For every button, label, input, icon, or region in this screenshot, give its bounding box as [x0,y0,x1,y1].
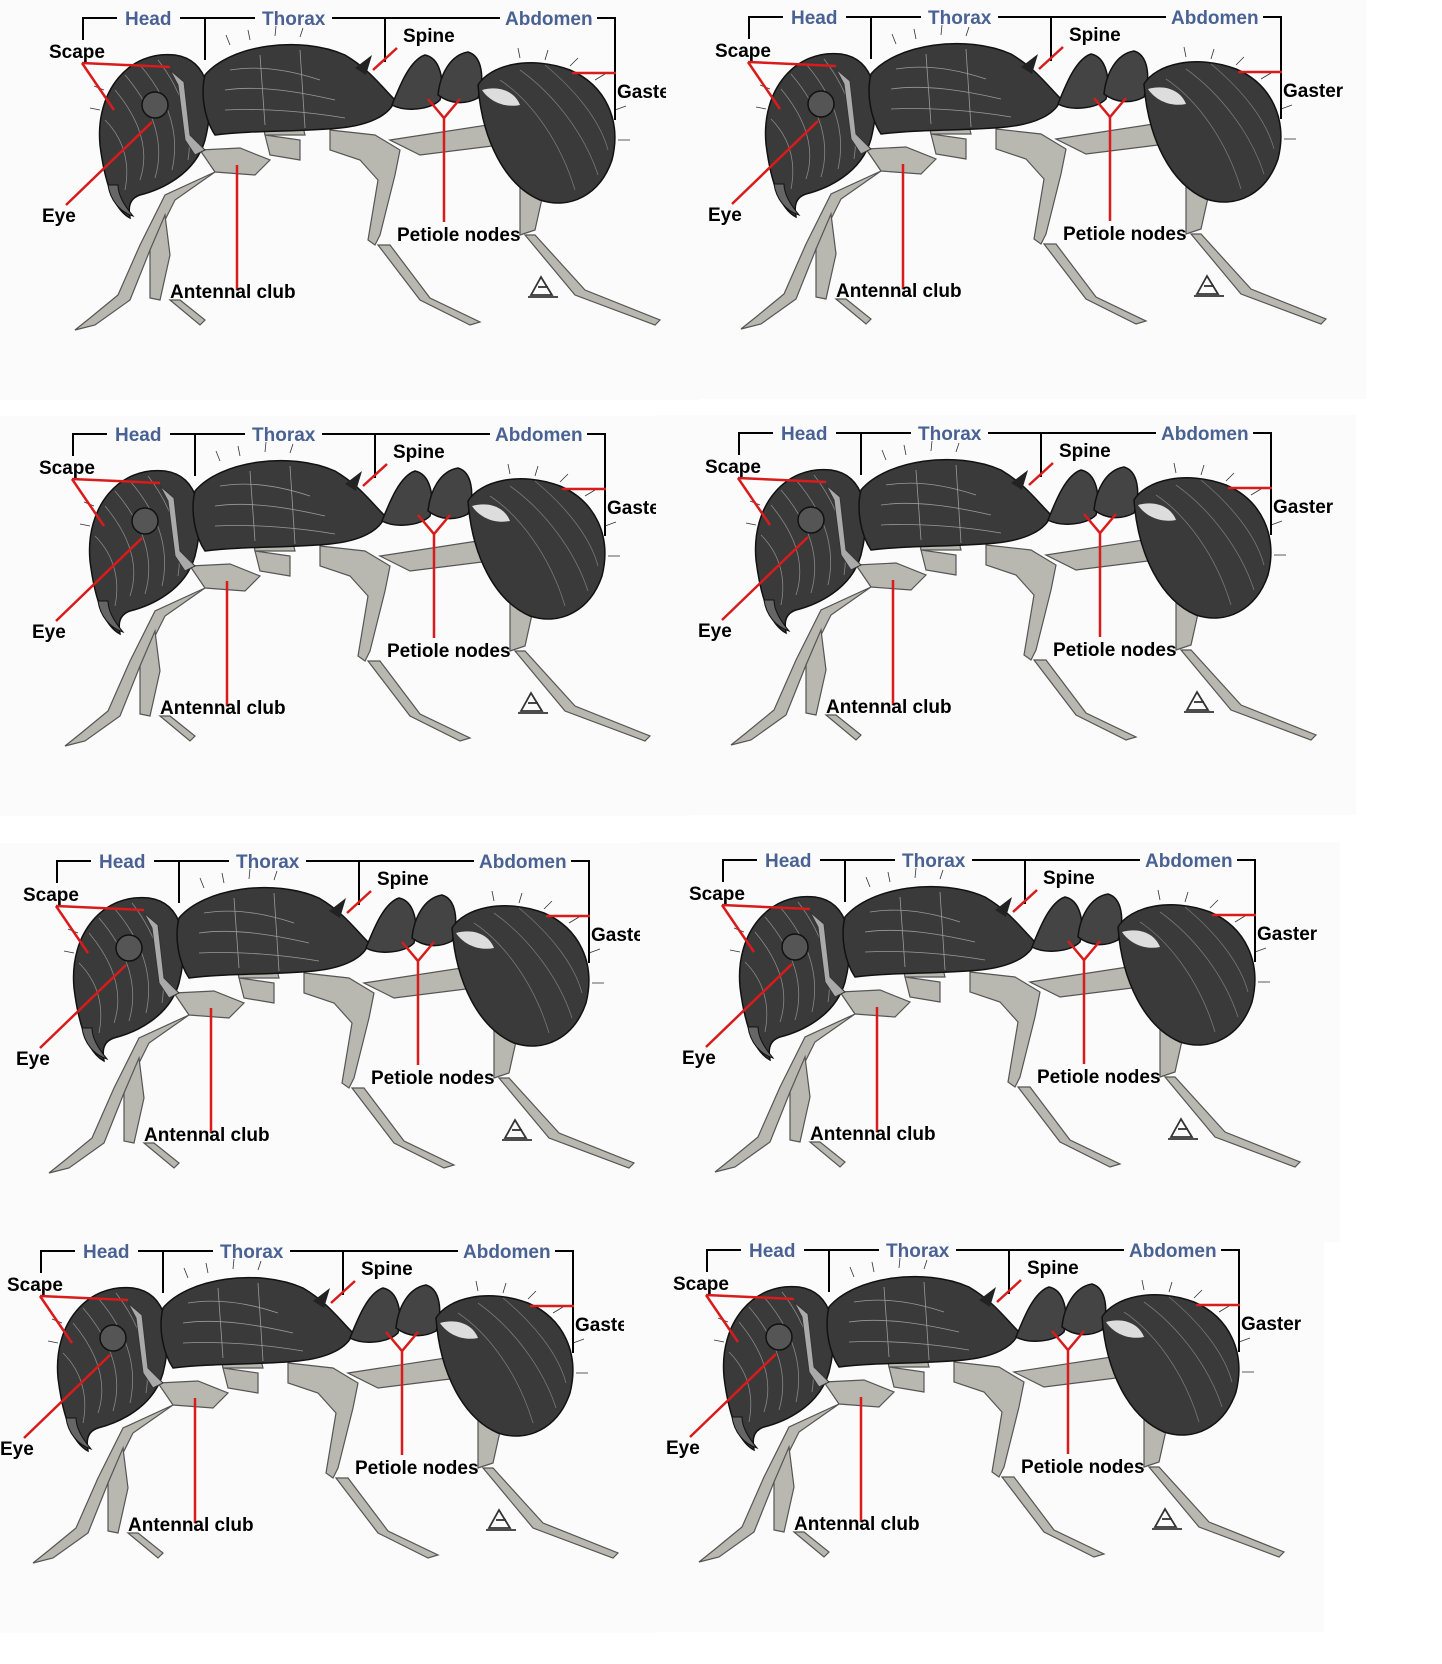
triangle-signature-icon [1168,1119,1198,1139]
triangle-signature-icon [502,1120,532,1140]
petiole-nodes-label: Petiole nodes [1021,1457,1145,1478]
thorax-label: Thorax [902,851,966,872]
head-label: Head [99,852,145,873]
head-label: Head [749,1241,795,1262]
scape-label: Scape [7,1275,63,1296]
petiole-nodes-label: Petiole nodes [1053,640,1177,661]
eye-label: Eye [698,621,732,642]
gaster-label: Gaster [1241,1314,1302,1335]
head-label: Head [115,425,161,446]
thorax-label: Thorax [236,852,300,873]
abdomen-label: Abdomen [463,1242,551,1263]
ant-illustration [699,1258,1284,1562]
abdomen-label: Abdomen [505,9,593,30]
abdomen-label: Abdomen [479,852,567,873]
ant-diagram-panel: Head Thorax Abdomen Scape Spine Gaster E… [0,843,674,1243]
spine-label: Spine [1027,1258,1079,1279]
head-label: Head [125,9,171,30]
eye-label: Eye [666,1438,700,1459]
scape-label: Scape [689,884,745,905]
ant-illustration [65,442,650,746]
eye-label: Eye [16,1049,50,1070]
gaster-label: Gaster [1257,924,1318,945]
petiole-nodes-label: Petiole nodes [371,1068,495,1089]
petiole-nodes-label: Petiole nodes [1037,1067,1161,1088]
petiole-nodes-label: Petiole nodes [397,225,521,246]
abdomen-label: Abdomen [1129,1241,1217,1262]
spine-label: Spine [1059,441,1111,462]
antennal-club-label: Antennal club [794,1514,920,1535]
antennal-club-label: Antennal club [810,1124,936,1145]
triangle-signature-icon [486,1510,516,1530]
eye-label: Eye [32,622,66,643]
thorax-label: Thorax [928,8,992,29]
eye-label: Eye [682,1048,716,1069]
ant-illustration [49,869,634,1173]
eye-label: Eye [708,205,742,226]
ant-diagram-panel: Head Thorax Abdomen Scape Spine Gaster E… [0,416,690,816]
spine-label: Spine [403,26,455,47]
abdomen-label: Abdomen [1161,424,1249,445]
thorax-label: Thorax [252,425,316,446]
ant-illustration [75,26,660,330]
thorax-label: Thorax [918,424,982,445]
spine-label: Spine [1069,25,1121,46]
spine-label: Spine [377,869,429,890]
scape-label: Scape [705,457,761,478]
ant-diagram-panel: Head Thorax Abdomen Scape Spine Gaster E… [656,415,1356,815]
petiole-nodes-label: Petiole nodes [355,1458,479,1479]
head-label: Head [83,1242,129,1263]
scape-label: Scape [23,885,79,906]
antennal-club-label: Antennal club [836,281,962,302]
triangle-signature-icon [1194,276,1224,296]
ant-diagram-panel: Head Thorax Abdomen Scape Spine Gaster E… [0,0,700,400]
antennal-club-label: Antennal club [160,698,286,719]
spine-label: Spine [1043,868,1095,889]
petiole-nodes-label: Petiole nodes [1063,224,1187,245]
spine-label: Spine [361,1259,413,1280]
antennal-club-label: Antennal club [170,282,296,303]
scape-label: Scape [715,41,771,62]
ant-diagram-panel: Head Thorax Abdomen Scape Spine Gaster E… [640,842,1340,1242]
thorax-label: Thorax [262,9,326,30]
gaster-label: Gaster [1283,81,1344,102]
head-label: Head [791,8,837,29]
eye-label: Eye [42,206,76,227]
triangle-signature-icon [1184,692,1214,712]
ant-illustration [715,868,1300,1172]
ant-illustration [33,1259,618,1563]
petiole-nodes-label: Petiole nodes [387,641,511,662]
triangle-signature-icon [528,277,558,297]
abdomen-label: Abdomen [1171,8,1259,29]
ant-diagram-panel: Head Thorax Abdomen Scape Spine Gaster E… [666,0,1366,399]
antennal-club-label: Antennal club [128,1515,254,1536]
abdomen-label: Abdomen [495,425,583,446]
abdomen-label: Abdomen [1145,851,1233,872]
scape-label: Scape [673,1274,729,1295]
triangle-signature-icon [518,693,548,713]
head-label: Head [781,424,827,445]
scape-label: Scape [49,42,105,63]
scape-label: Scape [39,458,95,479]
antennal-club-label: Antennal club [826,697,952,718]
thorax-label: Thorax [220,1242,284,1263]
ant-diagram-panel: Head Thorax Abdomen Scape Spine Gaster E… [0,1233,658,1633]
ant-diagram-panel: Head Thorax Abdomen Scape Spine Gaster E… [624,1232,1324,1632]
ant-illustration [741,25,1326,329]
antennal-club-label: Antennal club [144,1125,270,1146]
thorax-label: Thorax [886,1241,950,1262]
eye-label: Eye [0,1439,34,1460]
gaster-label: Gaster [1273,497,1334,518]
ant-illustration [731,441,1316,745]
triangle-signature-icon [1152,1509,1182,1529]
head-label: Head [765,851,811,872]
spine-label: Spine [393,442,445,463]
